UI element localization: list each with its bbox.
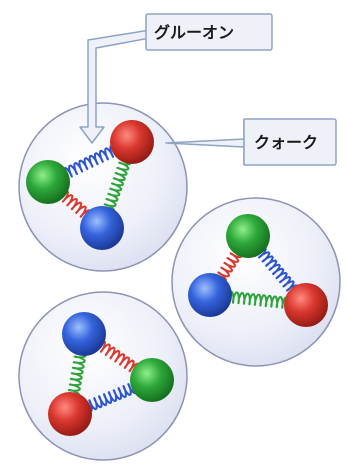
hadron-2-gluon-green xyxy=(226,290,290,309)
hadron-2-gluon-red xyxy=(217,247,243,282)
hadron-3-quark-red xyxy=(48,392,92,436)
hadron-2-quark-red xyxy=(284,283,328,327)
hadron-3-quark-blue xyxy=(62,312,106,356)
hadron-2-quark-green xyxy=(226,214,270,258)
quark-callout-box xyxy=(243,118,337,166)
quark-layer xyxy=(26,120,328,436)
gluon-label: グルーオン xyxy=(154,23,234,42)
quark-label: クォーク xyxy=(254,133,318,152)
hadron-3-gluon-green xyxy=(67,350,87,398)
hadron-1-quark-green xyxy=(26,160,70,204)
gluon-layer xyxy=(57,144,299,413)
hadron-3-gluon-red xyxy=(95,340,140,373)
hadron-3-quark-green xyxy=(130,358,174,402)
gluon-callout-pointer xyxy=(79,29,151,144)
quark-callout: クォーク xyxy=(165,118,337,166)
gluon-callout-box xyxy=(145,13,273,51)
hadron-1-gluon-red xyxy=(57,190,92,218)
gluon-callout: グルーオン xyxy=(79,13,273,144)
hadron-2-quark-blue xyxy=(188,273,232,317)
hadron-1-gluon-green xyxy=(103,156,132,213)
hadron-2-gluon-blue xyxy=(254,247,299,292)
hadron-3-gluon-blue xyxy=(85,381,137,413)
hadron-1-quark-blue xyxy=(80,206,124,250)
hadron-1-gluon-blue xyxy=(63,144,117,180)
hadron-1-quark-red xyxy=(110,120,154,164)
